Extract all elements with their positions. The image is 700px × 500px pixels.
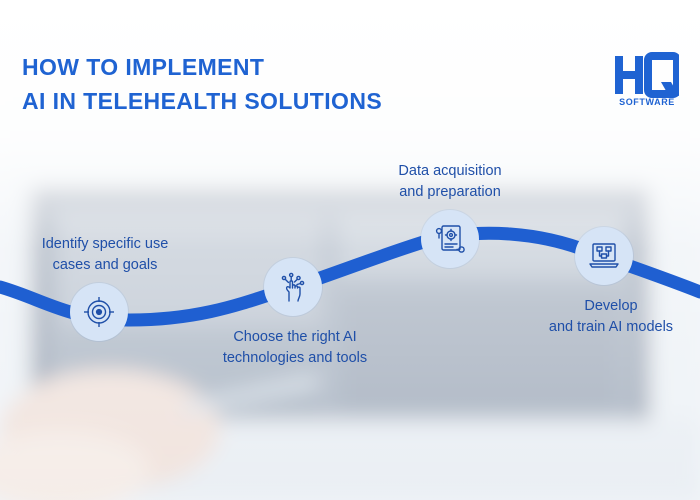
laptop-model-icon — [589, 243, 619, 268]
step-2-label: Choose the right AI technologies and too… — [222, 329, 368, 366]
step-1-label: Identify specific use cases and goals — [41, 236, 169, 273]
page-title: HOW TO IMPLEMENT AI IN TELEHEALTH SOLUTI… — [22, 50, 382, 118]
hq-software-logo — [615, 52, 679, 98]
step-4-label: Develop and train AI models — [548, 298, 674, 335]
title-line-2: AI IN TELEHEALTH SOLUTIONS — [22, 88, 383, 114]
step-3-label: Data acquisition and preparation — [398, 163, 502, 200]
step-4-circle — [575, 227, 633, 285]
data-document-icon — [435, 225, 465, 253]
step-2-circle — [264, 258, 322, 316]
step-1-circle — [70, 283, 128, 341]
target-icon — [84, 297, 114, 327]
hand-circuit-icon — [281, 272, 305, 302]
step-3-circle — [421, 210, 479, 268]
logo-subtitle: SOFTWARE — [619, 97, 675, 107]
title-line-1: HOW TO IMPLEMENT — [22, 54, 265, 80]
